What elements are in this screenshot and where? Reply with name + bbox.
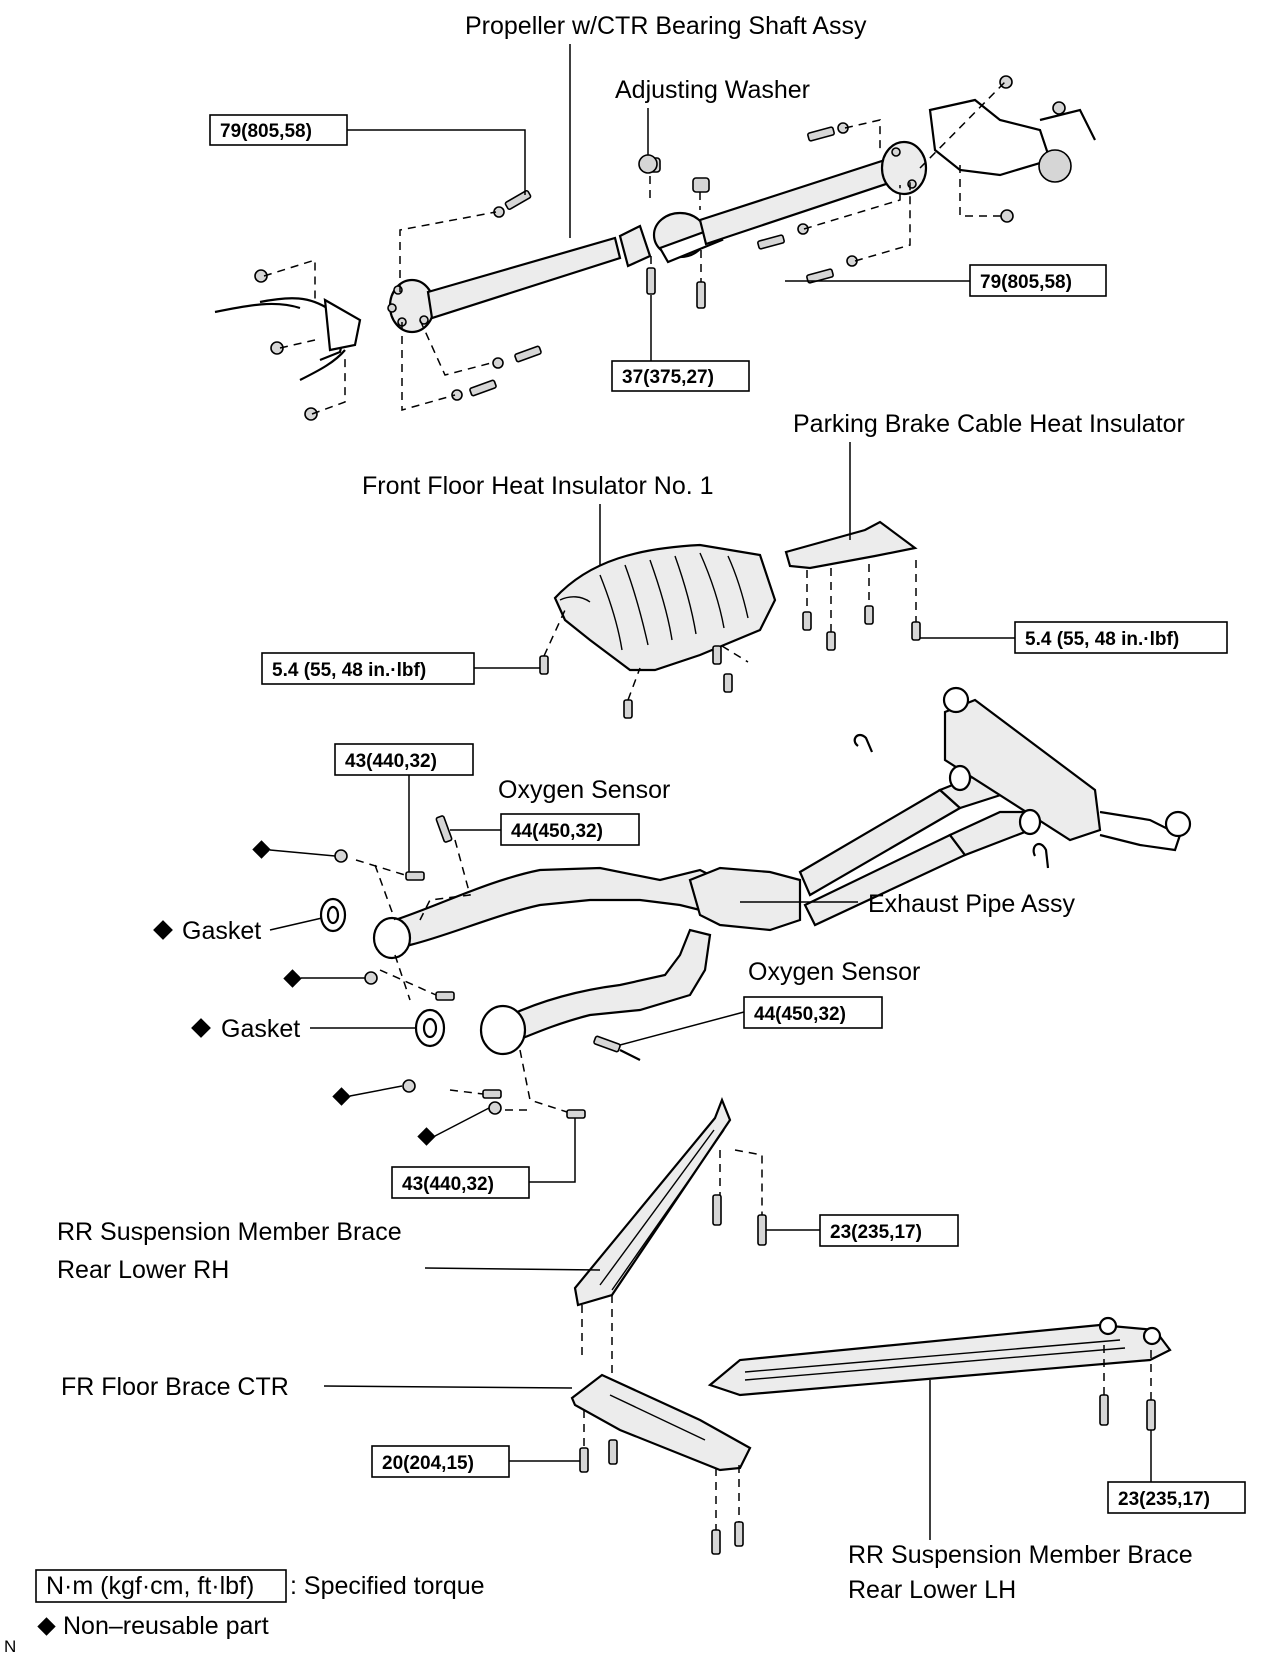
svg-text:5.4 (55, 48 in.·lbf): 5.4 (55, 48 in.·lbf): [1025, 629, 1179, 650]
torque-callouts: 79(805,58) 79(805,58) 37(375,27) 5.4 (55…: [209, 114, 1246, 1514]
floor-heat-insulator-illustration: [539, 520, 921, 719]
legend-unit-box: N·m (kgf·cm, ft·lbf): [46, 1572, 254, 1600]
torque-box-o2-upper: 44(450,32): [500, 813, 640, 846]
brace-illustration: [570, 1097, 1172, 1555]
legend: N·m (kgf·cm, ft·lbf) : Specified torque …: [4, 1569, 485, 1656]
torque-box-o2-lower: 44(450,32): [743, 996, 883, 1029]
label-front-floor-insulator: Front Floor Heat Insulator No. 1: [362, 472, 714, 500]
exhaust-pipe-illustration: [252, 686, 1192, 1146]
label-gasket-lower: Gasket: [221, 1015, 300, 1043]
label-parking-brake-insulator: Parking Brake Cable Heat Insulator: [793, 410, 1185, 438]
svg-text:43(440,32): 43(440,32): [402, 1174, 494, 1195]
torque-box-ctr-bearing: 37(375,27): [611, 360, 750, 392]
torque-box-prop-rear: 79(805,58): [969, 264, 1107, 297]
svg-text:79(805,58): 79(805,58): [220, 121, 312, 142]
propeller-shaft-illustration: [214, 75, 1096, 421]
svg-text:23(235,17): 23(235,17): [1118, 1489, 1210, 1510]
label-rr-brace-rh-2: Rear Lower RH: [57, 1256, 229, 1284]
torque-box-brace-lh: 23(235,17): [1107, 1481, 1246, 1514]
corner-mark: N: [4, 1637, 16, 1656]
label-oxygen-sensor-upper: Oxygen Sensor: [498, 776, 670, 804]
label-propeller-shaft: Propeller w/CTR Bearing Shaft Assy: [465, 12, 867, 40]
torque-box-pbrake-insulator: 5.4 (55, 48 in.·lbf): [1014, 621, 1228, 654]
svg-text:44(450,32): 44(450,32): [754, 1004, 846, 1025]
svg-text:79(805,58): 79(805,58): [980, 272, 1072, 293]
torque-box-exh-upper: 43(440,32): [334, 743, 474, 776]
svg-text:43(440,32): 43(440,32): [345, 751, 437, 772]
svg-text:23(235,17): 23(235,17): [830, 1222, 922, 1243]
label-fr-floor-brace: FR Floor Brace CTR: [61, 1373, 289, 1401]
label-rr-brace-rh-1: RR Suspension Member Brace: [57, 1218, 402, 1246]
label-rr-brace-lh-2: Rear Lower LH: [848, 1576, 1016, 1604]
legend-nonreusable: Non–reusable part: [63, 1612, 269, 1640]
label-adjusting-washer: Adjusting Washer: [615, 76, 810, 104]
torque-box-floor-brace: 20(204,15): [371, 1445, 510, 1478]
nonreusable-diamond-icon: [37, 1617, 56, 1636]
svg-text:5.4 (55, 48 in.·lbf): 5.4 (55, 48 in.·lbf): [272, 660, 426, 681]
prop-rear-fasteners: [757, 75, 1066, 284]
torque-box-prop-front: 79(805,58): [209, 114, 348, 146]
svg-text:44(450,32): 44(450,32): [511, 821, 603, 842]
adjusting-washer-part: [638, 154, 658, 174]
legend-unit-text: : Specified torque: [290, 1572, 485, 1600]
torque-box-floor-insulator: 5.4 (55, 48 in.·lbf): [261, 652, 475, 685]
svg-text:37(375,27): 37(375,27): [622, 367, 714, 388]
label-exhaust-pipe: Exhaust Pipe Assy: [868, 890, 1076, 918]
label-gasket-upper: Gasket: [182, 917, 261, 945]
prop-front-fasteners: [254, 189, 542, 421]
torque-box-exh-lower: 43(440,32): [391, 1166, 530, 1199]
torque-box-brace-rh: 23(235,17): [819, 1214, 959, 1247]
label-rr-brace-lh-1: RR Suspension Member Brace: [848, 1541, 1193, 1569]
svg-text:20(204,15): 20(204,15): [382, 1453, 474, 1474]
label-oxygen-sensor-lower: Oxygen Sensor: [748, 958, 920, 986]
